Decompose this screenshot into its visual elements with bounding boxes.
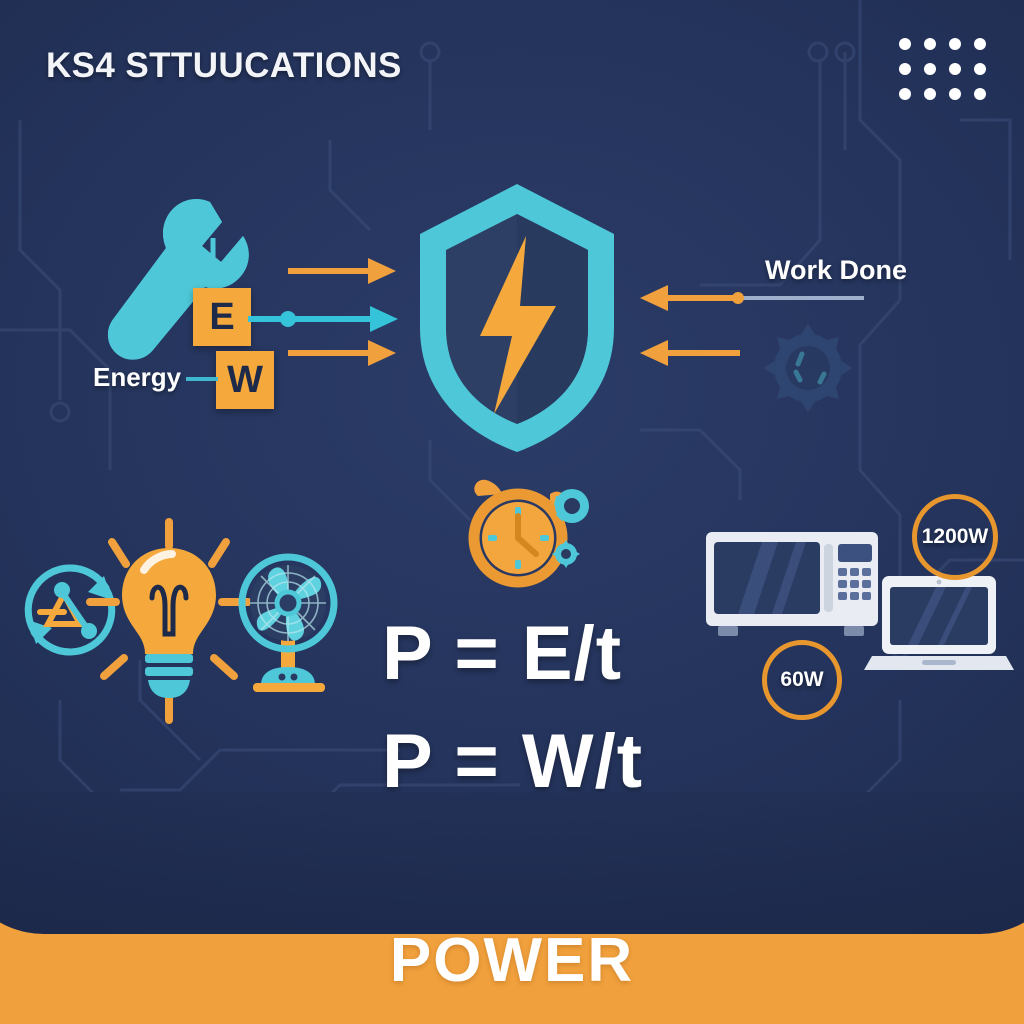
wrench-to-energy-arrow: [202, 238, 224, 296]
work-box-label: W: [227, 358, 263, 401]
formula-power-work: P = W/t: [382, 719, 644, 804]
laptop-power-badge: 60W: [762, 640, 842, 720]
arrow-energy-middle: [248, 306, 398, 332]
dot-grid-icon: [899, 38, 986, 100]
grid-dot: [949, 88, 961, 100]
arrow-work-done-bottom: [640, 340, 740, 366]
alarm-clock-icon: [468, 479, 589, 588]
gear-icon: [764, 324, 852, 412]
arrow-energy-top: [288, 258, 396, 284]
lightbulb-icon: [86, 518, 252, 724]
shield-with-bolt-icon: [420, 184, 614, 452]
page-title: KS4 STTUUCATIONS: [46, 46, 402, 85]
grid-dot: [899, 88, 911, 100]
arrow-work-bottom: [288, 340, 396, 366]
energy-box[interactable]: E: [193, 288, 251, 346]
banner-curved-panel: [0, 792, 1024, 934]
grid-dot: [974, 63, 986, 75]
energy-box-label: E: [209, 295, 235, 338]
grid-dot: [974, 38, 986, 50]
laptop-power-value: 60W: [780, 668, 824, 691]
grid-dot: [949, 63, 961, 75]
energy-connector-line: [186, 377, 218, 381]
laptop-icon: [864, 576, 1014, 670]
grid-dot: [949, 38, 961, 50]
electric-fan-icon: [238, 553, 338, 692]
energy-label: Energy: [93, 362, 182, 392]
banner-title: POWER: [389, 926, 635, 995]
microwave-power-value: 1200W: [921, 525, 989, 548]
grid-dot: [899, 38, 911, 50]
grid-dot: [974, 88, 986, 100]
arrow-work-done-top: [640, 285, 744, 311]
wrench-icon: [107, 199, 249, 360]
grid-dot: [899, 63, 911, 75]
grid-dot: [924, 63, 936, 75]
work-done-label: Work Done: [765, 255, 908, 285]
formula-power-energy: P = E/t: [382, 611, 623, 696]
bottom-banner: POWER: [0, 792, 1024, 1024]
energy-transfer-loop-icon: [24, 564, 116, 656]
work-done-connector-line: [728, 296, 864, 300]
work-box[interactable]: W: [216, 351, 274, 409]
microwave-power-badge: 1200W: [912, 494, 998, 580]
microwave-icon: [706, 532, 878, 636]
gears-icon: [552, 489, 589, 568]
grid-dot: [924, 88, 936, 100]
grid-dot: [924, 38, 936, 50]
